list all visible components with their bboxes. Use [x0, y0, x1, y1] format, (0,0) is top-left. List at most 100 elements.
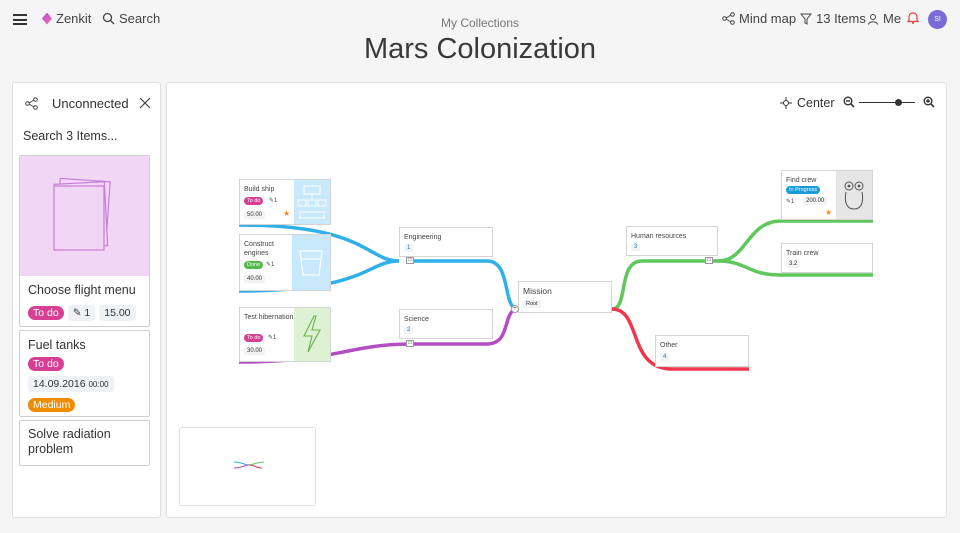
top-bar: Zenkit Search My Collections Mars Coloni…: [0, 0, 960, 65]
document-stack-icon: [53, 177, 111, 251]
zoom-slider-handle[interactable]: [895, 99, 903, 106]
breadcrumb[interactable]: My Collections: [440, 16, 520, 30]
brand-label: Zenkit: [56, 11, 92, 26]
add-node-icon[interactable]: +: [511, 305, 519, 313]
attachments-value: 1: [271, 262, 275, 268]
crosshair-icon: [780, 97, 792, 109]
zoom-out-icon[interactable]: [843, 96, 855, 108]
filter-button[interactable]: 13 Items: [800, 11, 866, 26]
search-button[interactable]: Search: [102, 11, 160, 26]
card-title: Choose flight menu: [28, 283, 136, 297]
node-title: Test hibernation: [244, 314, 294, 321]
search-input[interactable]: Search 3 Items...: [23, 129, 118, 143]
node-value: 200.00: [803, 197, 828, 205]
node-science[interactable]: Science 2: [399, 309, 493, 339]
close-icon[interactable]: [139, 97, 151, 109]
avatar[interactable]: SI: [928, 10, 947, 29]
node-mission-root[interactable]: Mission Root: [518, 281, 612, 313]
items-count: 13 Items: [816, 11, 866, 26]
attachments-count: ✎1: [786, 199, 795, 205]
node-title: Science: [404, 316, 429, 323]
notifications-button[interactable]: [907, 11, 919, 24]
connector-build-ship: [238, 223, 400, 263]
node-title: Engineering: [404, 234, 442, 241]
time-value: 00:00: [88, 380, 109, 389]
node-engineering[interactable]: Engineering 1: [399, 227, 493, 257]
status-badge: To do: [28, 357, 64, 371]
search-label: Search: [119, 11, 161, 26]
date-field: 14.09.2016 00:00: [28, 376, 114, 392]
minimap-preview: [234, 461, 264, 469]
node-train-crew[interactable]: Train crew 3.2: [781, 243, 873, 273]
node-find-crew[interactable]: Find crew In Progress ✎1 200.00 ★: [781, 170, 873, 220]
unconnected-panel: Unconnected Search 3 Items... Choose fli…: [12, 82, 161, 518]
view-switcher[interactable]: Mind map: [722, 11, 796, 26]
panel-header: Unconnected: [13, 95, 160, 115]
minimap[interactable]: [179, 427, 316, 506]
user-filter-button[interactable]: Me: [867, 11, 901, 26]
node-value: 40.00: [244, 275, 266, 283]
list-item[interactable]: Solve radiation problem: [19, 420, 150, 466]
status-badge: To do: [28, 306, 64, 320]
user-icon: [868, 13, 878, 25]
attachments-value: 1: [273, 335, 277, 341]
node-count: 2: [404, 326, 414, 334]
node-test-hibernation[interactable]: Test hibernation To do ✎1 30.00: [239, 307, 331, 362]
node-construct-engines[interactable]: Construct engines Done ✎1 40.00: [239, 234, 331, 291]
list-item[interactable]: Fuel tanks To do 14.09.2016 00:00 Medium: [19, 330, 150, 417]
connector-human-resources: [611, 259, 718, 311]
status-badge: To do: [244, 197, 264, 205]
node-title: Human resources: [631, 233, 687, 240]
attachments-value: 1: [274, 198, 278, 204]
priority-badge: Medium: [28, 398, 76, 412]
node-build-ship[interactable]: Build ship To do ✎1 50.00 ★: [239, 179, 331, 225]
list-item[interactable]: Choose flight menu To do ✎ 1 15.00: [19, 155, 150, 327]
node-value: 3.2: [786, 260, 801, 268]
node-thumbnail: [294, 180, 330, 224]
center-label: Center: [797, 96, 835, 110]
folder-icon[interactable]: ▭: [406, 340, 414, 347]
folder-icon[interactable]: ▭: [705, 257, 713, 264]
date-value: 14.09.2016: [33, 378, 86, 390]
zoom-slider[interactable]: [859, 99, 915, 106]
node-title: Find crew: [786, 177, 817, 184]
bell-icon: [907, 12, 919, 24]
node-count: 1: [404, 244, 414, 252]
folder-icon[interactable]: ▭: [406, 257, 414, 264]
zenkit-home-link[interactable]: Zenkit: [42, 11, 91, 26]
view-label: Mind map: [739, 11, 797, 26]
attachments-count: ✎1: [269, 198, 278, 204]
node-title: Other: [660, 342, 678, 349]
node-other[interactable]: Other 4: [655, 335, 749, 367]
node-title: Train crew: [786, 250, 819, 257]
card-value: 15.00: [99, 305, 136, 321]
panel-title: Unconnected: [52, 96, 129, 111]
node-human-resources[interactable]: Human resources 3: [626, 226, 718, 256]
node-value: 50.00: [244, 211, 266, 219]
card-title: Solve radiation problem: [28, 427, 111, 456]
alien-icon: [844, 181, 864, 210]
page-title: Mars Colonization: [363, 33, 597, 65]
card-title: Fuel tanks: [28, 338, 86, 352]
mind-map-icon: [25, 97, 38, 110]
attachments-count: ✎1: [266, 262, 275, 268]
glass-icon: [299, 250, 323, 276]
node-title: Build ship: [244, 186, 275, 193]
network-icon: [297, 185, 327, 219]
connector-engineering: [413, 259, 519, 311]
node-thumbnail: [294, 308, 330, 361]
lightning-icon: [303, 315, 321, 353]
connector-other: [611, 307, 749, 371]
node-thumbnail: [836, 171, 872, 219]
node-title: Construct engines: [244, 241, 274, 257]
center-button[interactable]: Center: [780, 96, 835, 110]
attachments-count: ✎1: [268, 335, 277, 341]
menu-icon[interactable]: [13, 14, 27, 25]
card-cover-image: [20, 156, 149, 276]
node-title: Mission: [523, 286, 552, 296]
zoom-in-icon[interactable]: [923, 96, 935, 108]
node-value: 30.00: [244, 347, 266, 355]
status-badge: Done: [244, 261, 264, 269]
mind-map-canvas[interactable]: Center Build ship To do ✎1 50.00 ★ Const…: [166, 82, 947, 518]
connector-train-crew: [717, 259, 873, 277]
